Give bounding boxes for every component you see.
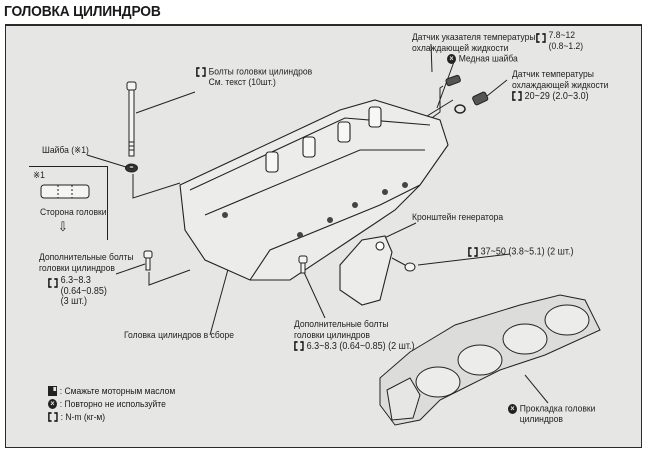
oil-can-icon	[48, 386, 57, 397]
extra-bolts-bottom-label: Дополнительные болты головки цилиндров 6…	[294, 319, 415, 352]
legend-item-oil: : Смажьте моторным маслом	[48, 386, 175, 397]
generator-bracket-label: Кронштейн генератора	[412, 212, 504, 223]
extra-bolts-left-label: Дополнительные болты головки цилиндров	[39, 252, 134, 274]
do-not-reuse-icon: ×	[48, 399, 57, 410]
bracket-bolt-drawing	[391, 257, 416, 272]
legend-item-torque: : N-m (кг-м)	[48, 412, 105, 423]
washer-label: Шайба (※1)	[42, 145, 89, 156]
temp-gauge-sensor-label: Датчик указателя температуры охлаждающей…	[412, 32, 536, 54]
temp-gauge-sensor-torque: 7.8~12(0.8~1.2)	[536, 30, 583, 52]
extra-bolt-left-drawing	[143, 250, 153, 271]
head-gasket-label: ×Прокладка головки цилиндров	[508, 404, 595, 426]
legend-item-no-reuse: ×: Повторно не используйте	[48, 399, 166, 410]
copper-washer-label: ×Медная шайба	[447, 54, 518, 65]
washer-detail-caption: Сторона головки	[40, 207, 107, 218]
torque-wrench-icon	[48, 278, 58, 288]
coolant-temp-sensor-label: Датчик температуры охлаждающей жидкости …	[512, 69, 609, 102]
torque-wrench-icon	[536, 33, 546, 43]
head-bolt-drawing	[125, 81, 138, 173]
temp-gauge-sensor-drawing	[445, 74, 461, 87]
cylinder-head-body	[179, 99, 449, 281]
washer-detail-ref: ※1	[33, 170, 45, 181]
copper-washer-drawing	[454, 104, 466, 114]
do-not-reuse-icon: ×	[447, 54, 456, 64]
bracket-bolts-torque: 37~50 (3.8~5.1) (2 шт.)	[468, 247, 573, 258]
do-not-reuse-icon: ×	[508, 404, 517, 414]
torque-wrench-icon	[468, 247, 478, 257]
washer-detail-shape	[40, 184, 90, 199]
torque-wrench-icon	[512, 91, 522, 101]
head-assembly-label: Головка цилиндров в сборе	[124, 330, 235, 341]
coolant-temp-sensor-drawing	[472, 91, 489, 106]
extra-bolts-left-torque: 6.3~8.3(0.64~0.85)(3 шт.)	[48, 275, 107, 308]
page-title: ГОЛОВКА ЦИЛИНДРОВ	[4, 3, 161, 20]
head-bolts-label: Болты головки цилиндров См. текст (10шт.…	[196, 67, 312, 89]
generator-bracket-drawing	[339, 235, 393, 306]
head-gasket-drawing	[379, 294, 601, 426]
torque-wrench-icon	[48, 412, 58, 423]
arrow-down-icon: ⇩	[58, 219, 68, 234]
torque-wrench-icon	[196, 67, 206, 77]
torque-wrench-icon	[294, 341, 304, 351]
washer-detail-box	[29, 166, 108, 240]
extra-bolt-bottom-drawing	[298, 255, 308, 274]
